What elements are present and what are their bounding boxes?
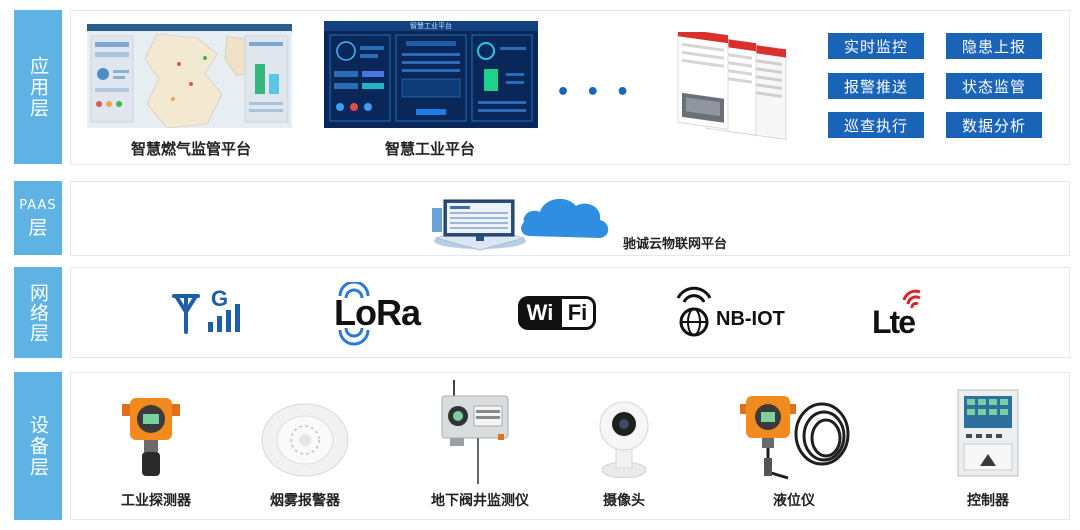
4g-letter: G — [211, 286, 229, 311]
nbiot-text: NB-IOT — [716, 308, 785, 330]
gas-platform-screenshot — [87, 24, 292, 129]
mobile-app-screenshots — [676, 27, 802, 144]
function-button-realtime-monitor[interactable]: 实时监控 — [828, 33, 924, 59]
industry-platform-caption: 智慧工业平台 — [384, 140, 475, 158]
camera-image — [598, 400, 650, 479]
device-caption-camera: 摄像头 — [603, 493, 645, 509]
nbiot-logo: NB-IOT — [674, 286, 790, 338]
gas-platform-caption: 智慧燃气监管平台 — [130, 140, 251, 158]
industrial-detector-image — [118, 396, 184, 478]
wifi-badge-left: Wi — [518, 296, 562, 330]
layer-label-paas: PAAS 层 — [14, 181, 62, 255]
level-gauge-image — [738, 392, 856, 484]
lte-text: Lte — [872, 304, 916, 340]
wifi-badge-right: Fi — [562, 296, 596, 330]
wifi-logo: Wi Fi — [518, 296, 596, 330]
cloud-platform-illustration — [430, 186, 615, 252]
function-button-patrol-execution[interactable]: 巡查执行 — [828, 112, 924, 138]
layer-label-device-text: 设备层 — [27, 414, 49, 478]
function-button-alarm-push[interactable]: 报警推送 — [828, 73, 924, 99]
device-caption-controller: 控制器 — [967, 493, 1009, 509]
layer-label-app: 应用层 — [14, 10, 62, 164]
lora-text: LoRa — [334, 292, 421, 333]
layer-label-paas-top: PAAS — [19, 198, 57, 213]
industry-platform-screenshot: 智慧工业平台 — [324, 21, 538, 128]
function-button-status-supervision[interactable]: 状态监管 — [946, 73, 1042, 99]
industry-screen-title: 智慧工业平台 — [410, 22, 452, 30]
paas-platform-caption: 驰诚云物联网平台 — [623, 237, 728, 252]
device-caption-smoke-alarm: 烟雾报警器 — [270, 493, 340, 509]
device-layer-panel — [70, 372, 1070, 520]
layer-label-network-text: 网络层 — [27, 282, 49, 343]
function-button-hazard-report[interactable]: 隐患上报 — [946, 33, 1042, 59]
function-button-data-analysis[interactable]: 数据分析 — [946, 112, 1042, 138]
smoke-alarm-image — [260, 398, 350, 478]
device-caption-level-gauge: 液位仪 — [773, 493, 815, 509]
layer-label-device: 设备层 — [14, 372, 62, 520]
device-caption-industrial-detector: 工业探测器 — [121, 493, 191, 509]
device-caption-valve-well-monitor: 地下阀井监测仪 — [431, 493, 529, 509]
layer-label-paas-bottom: 层 — [28, 217, 48, 239]
layer-label-app-text: 应用层 — [27, 55, 49, 119]
more-platforms-ellipsis: • • • — [556, 80, 634, 105]
wifi-text-right: Fi — [567, 300, 588, 325]
layer-label-network: 网络层 — [14, 267, 62, 358]
lte-logo: Lte — [870, 286, 936, 346]
lora-logo: LoRa — [332, 282, 436, 346]
wifi-text-left: Wi — [526, 300, 554, 325]
4g-logo: G — [170, 286, 254, 336]
controller-image — [956, 388, 1020, 478]
valve-well-monitor-image — [440, 378, 510, 486]
